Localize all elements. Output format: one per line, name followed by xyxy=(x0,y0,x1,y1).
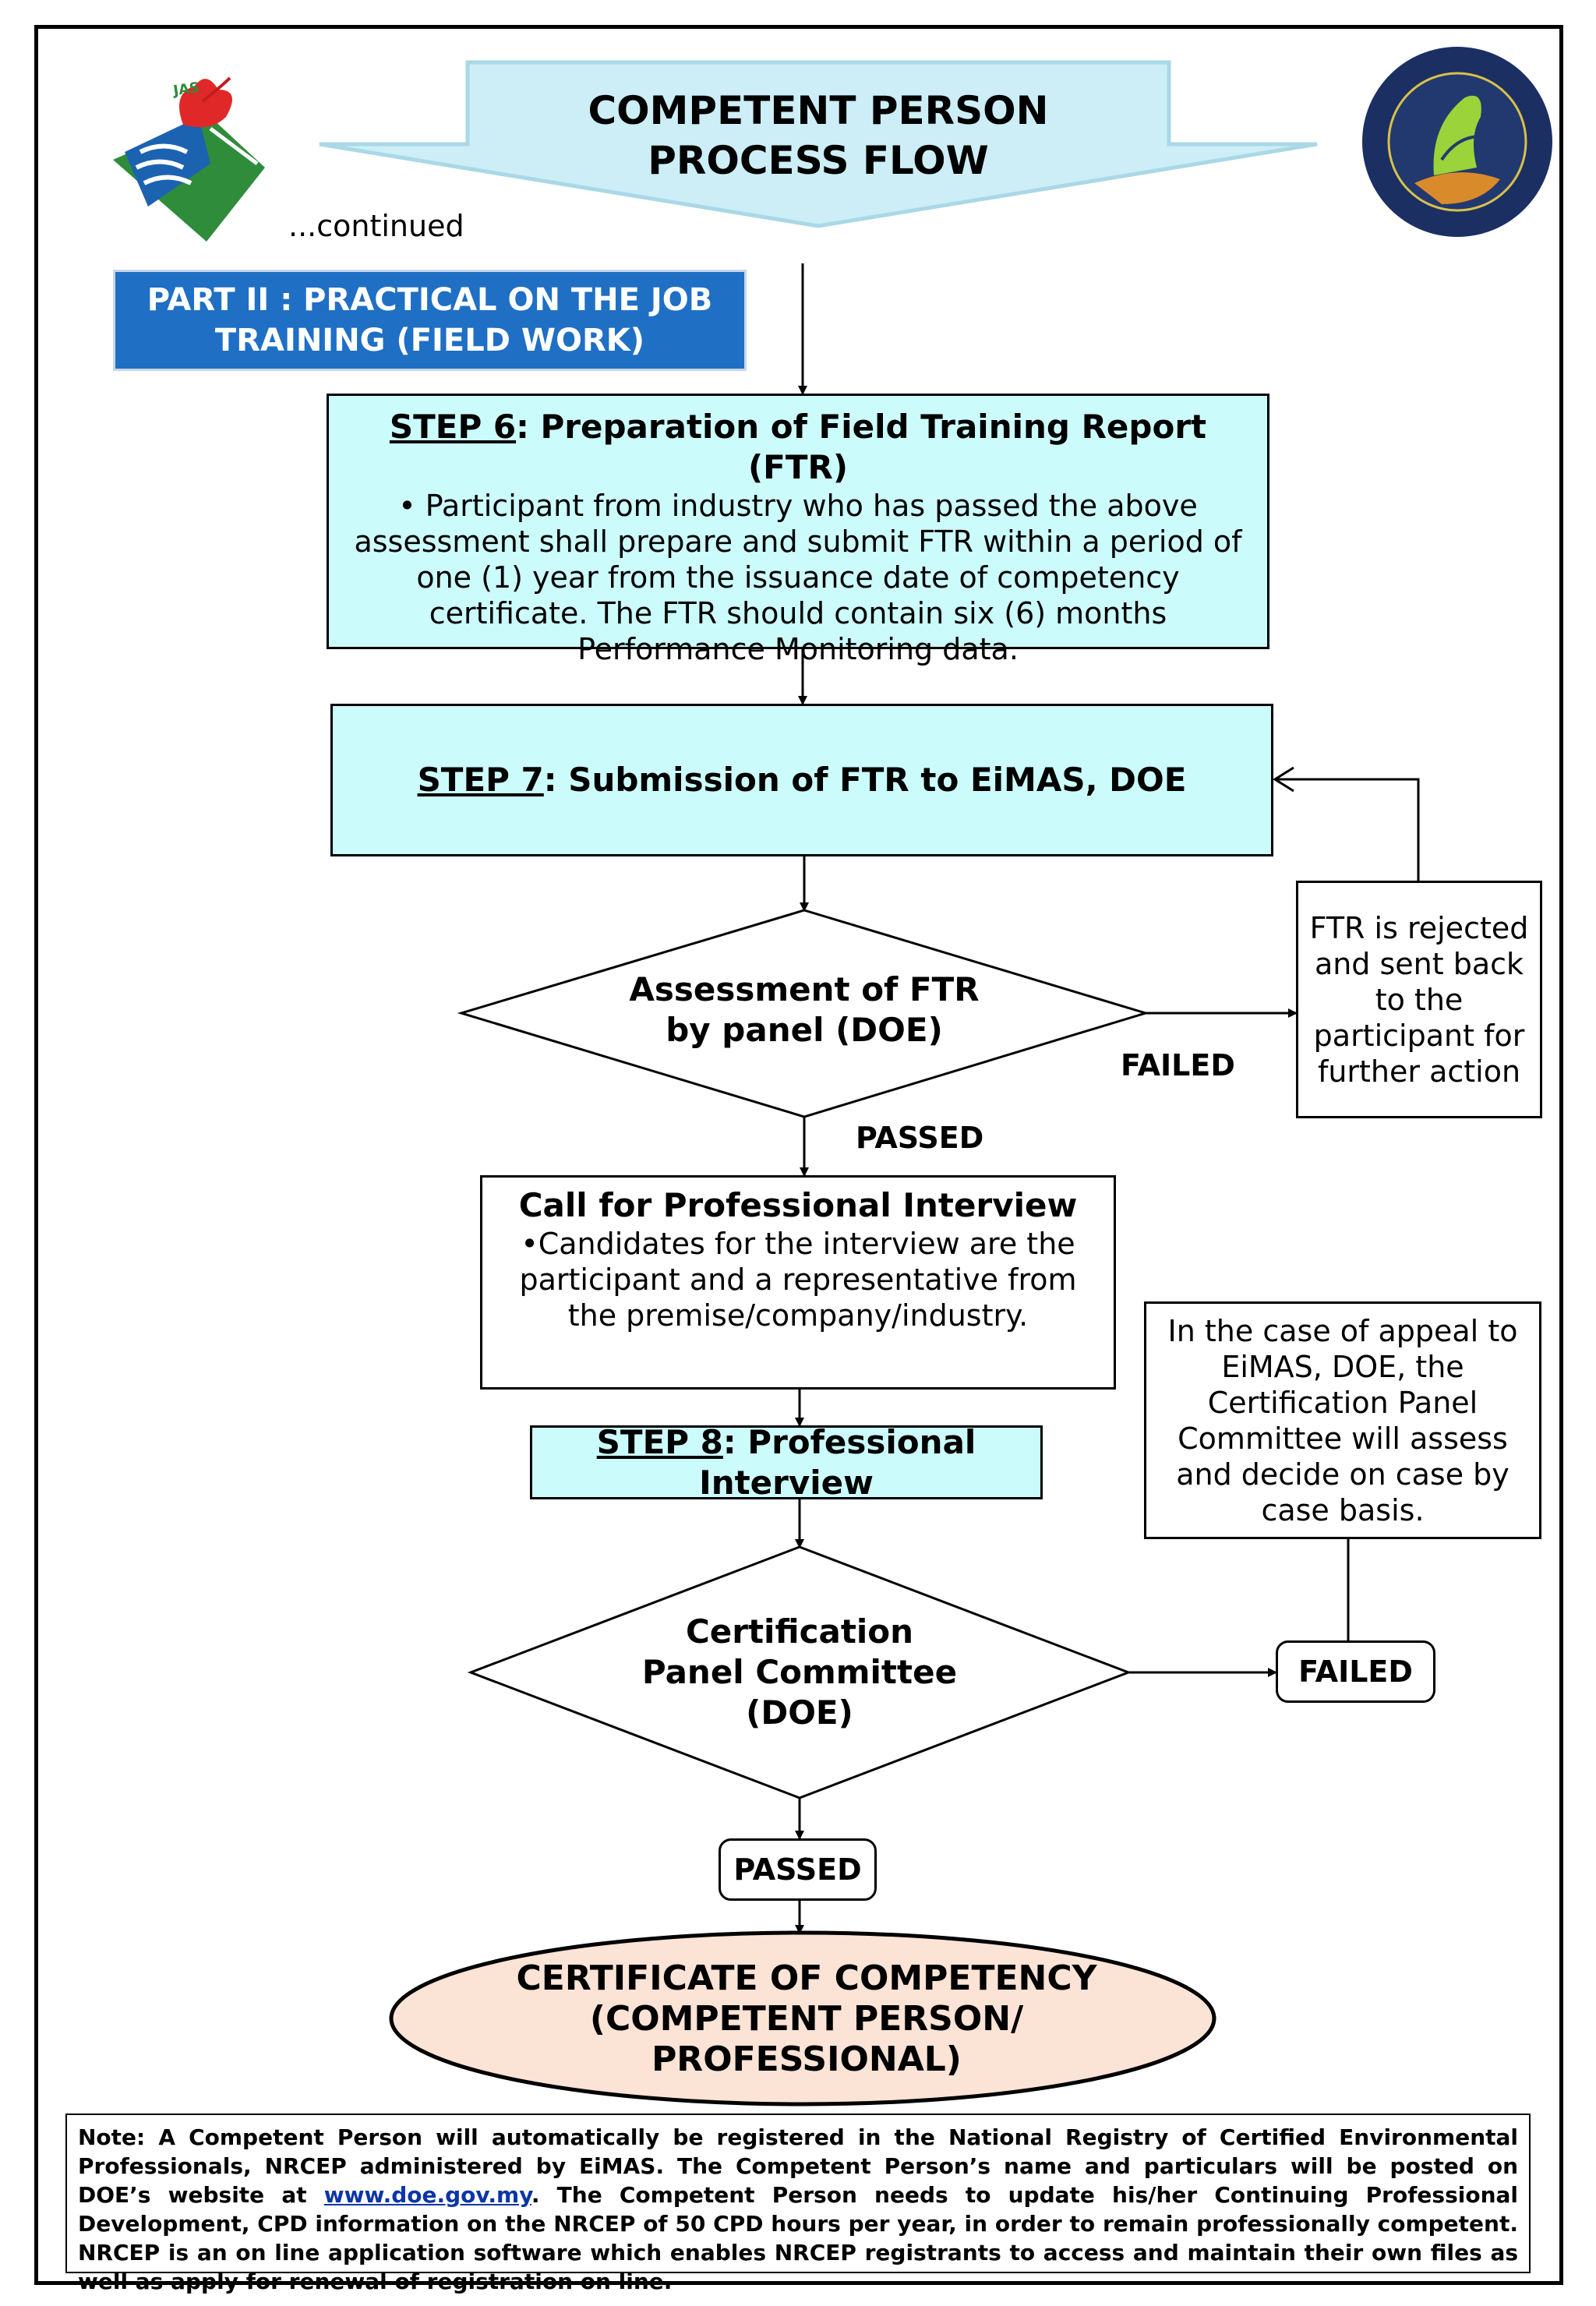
part-line-1: PART II : PRACTICAL ON THE JOB xyxy=(147,282,713,318)
eimas-logo-icon xyxy=(1362,47,1552,237)
certification-passed-pill: PASSED xyxy=(719,1838,877,1901)
page-title: COMPETENT PERSON PROCESS FLOW xyxy=(546,86,1091,185)
part-line-2: TRAINING (FIELD WORK) xyxy=(214,323,645,358)
ftr-rejected-box: FTR is rejected and sent back to the par… xyxy=(1296,881,1542,1118)
doe-website-link[interactable]: www.doe.gov.my xyxy=(323,2182,531,2208)
title-banner-arrow xyxy=(319,60,1318,228)
step7-title: : Submission of FTR to EiMAS, DOE xyxy=(543,761,1187,799)
assessment-line-2: by panel (DOE) xyxy=(666,1011,943,1049)
assessment-text: Assessment of FTR by panel (DOE) xyxy=(592,969,1016,1051)
assessment-failed-label: FAILED xyxy=(1121,1048,1235,1082)
title-line-2: PROCESS FLOW xyxy=(648,138,989,183)
step6-body: • Participant from industry who has pass… xyxy=(354,489,1242,666)
step8-box: STEP 8: Professional Interview xyxy=(530,1422,1043,1502)
note-text-1: Note: A Competent Person will automatica… xyxy=(78,2124,1518,2208)
step6-label: STEP 6 xyxy=(389,408,517,446)
step7-label: STEP 7 xyxy=(417,761,544,799)
assessment-passed-label: PASSED xyxy=(856,1121,984,1155)
appeal-box: In the case of appeal to EiMAS, DOE, the… xyxy=(1144,1301,1541,1539)
certification-line-2: Panel Committee xyxy=(641,1653,958,1691)
certification-diamond xyxy=(467,1545,1132,1799)
certificate-line-1: CERTIFICATE OF COMPETENCY xyxy=(516,1958,1097,1998)
ftr-rejected-text: FTR is rejected and sent back to the par… xyxy=(1309,910,1529,1089)
note-text-2: . The Competent Person needs to update h… xyxy=(78,2182,1518,2294)
note-box: Note: A Competent Person will automatica… xyxy=(65,2114,1531,2294)
certification-line-3: (DOE) xyxy=(746,1693,853,1732)
certification-failed-pill: FAILED xyxy=(1276,1640,1435,1703)
appeal-text: In the case of appeal to EiMAS, DOE, the… xyxy=(1167,1313,1518,1527)
assessment-diamond xyxy=(457,909,1150,1118)
call-interview-title: Call for Professional Interview xyxy=(518,1186,1078,1224)
title-line-1: COMPETENT PERSON xyxy=(588,88,1049,133)
certificate-line-2: (COMPETENT PERSON/ xyxy=(589,1999,1024,2039)
jas-logo-icon: JAS xyxy=(113,76,267,242)
step8-label: STEP 8 xyxy=(596,1422,723,1461)
step8-title: : Professional Interview xyxy=(699,1422,976,1502)
certification-text: Certification Panel Committee (DOE) xyxy=(605,1612,994,1733)
svg-text:JAS: JAS xyxy=(171,79,200,100)
call-interview-box: Call for Professional Interview •Candida… xyxy=(480,1175,1116,1390)
continued-label: ...continued xyxy=(288,209,464,243)
step6-title: : Preparation of Field Training Report (… xyxy=(516,408,1207,486)
call-interview-body: •Candidates for the interview are the pa… xyxy=(519,1227,1077,1333)
certificate-line-3: PROFESSIONAL) xyxy=(651,2039,962,2079)
step7-box: STEP 7: Submission of FTR to EiMAS, DOE xyxy=(330,704,1273,856)
connector-rejected-loop xyxy=(1275,778,1420,881)
step6-box: STEP 6: Preparation of Field Training Re… xyxy=(327,394,1269,666)
part-ii-banner: PART II : PRACTICAL ON THE JOB TRAINING … xyxy=(113,270,747,371)
page-frame xyxy=(34,25,1563,2285)
certification-line-1: Certification xyxy=(685,1612,914,1651)
certificate-text: CERTIFICATE OF COMPETENCY (COMPETENT PER… xyxy=(436,1958,1177,2080)
certificate-ellipse xyxy=(389,1930,1216,2106)
assessment-line-1: Assessment of FTR xyxy=(629,970,980,1008)
